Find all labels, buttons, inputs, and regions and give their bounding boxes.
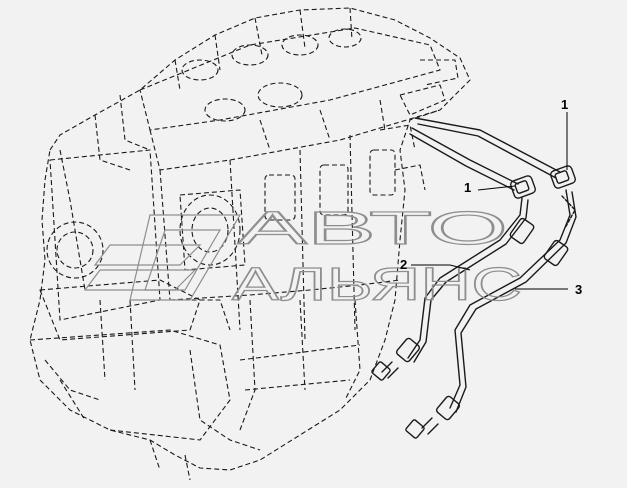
callout-1-upper: 1 [561, 97, 568, 112]
watermark-logo-icon [83, 214, 242, 301]
oil-pipes [371, 117, 577, 439]
callout-2: 2 [400, 257, 407, 272]
watermark-line1: АВТО [238, 202, 508, 254]
callouts [411, 112, 568, 290]
engine-block [29, 7, 471, 481]
leader-line [411, 264, 471, 271]
callout-1-lower: 1 [464, 180, 471, 195]
leader-line [477, 185, 516, 191]
watermark-line2: АЛЬЯНС [232, 258, 522, 310]
watermark: АВТО АЛЬЯНС [83, 201, 523, 311]
callout-3: 3 [575, 282, 582, 297]
